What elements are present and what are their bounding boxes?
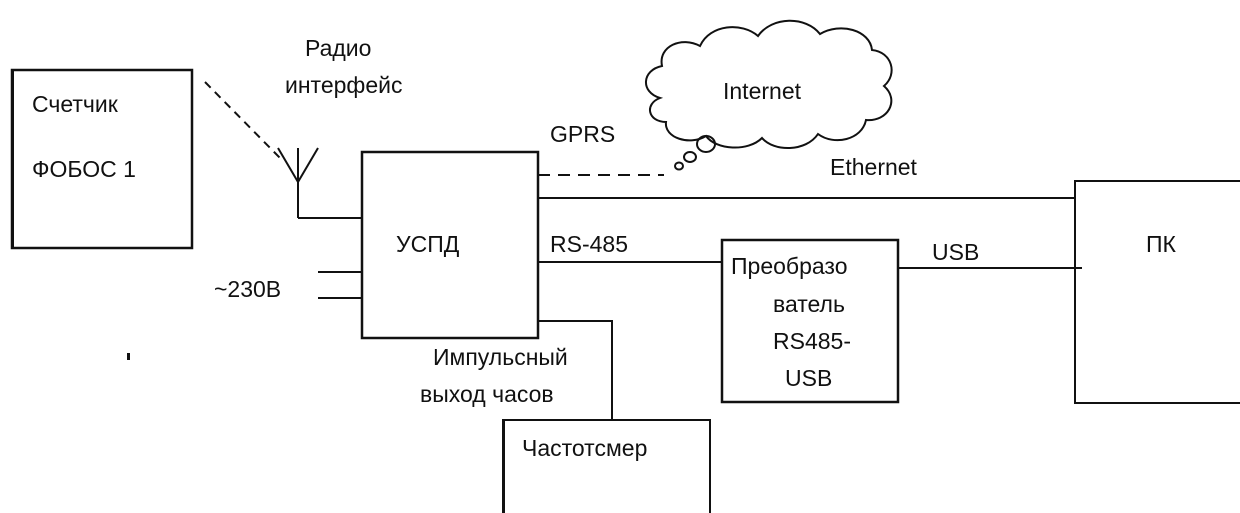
meter-label-line2: ФОБОС 1 (32, 156, 136, 182)
stray-dot (127, 353, 130, 360)
rs485-label: RS-485 (550, 231, 628, 257)
antenna-icon (277, 147, 362, 219)
cloud-bubble-small (674, 161, 684, 171)
cloud-shape (645, 19, 893, 150)
usb-label: USB (932, 239, 979, 265)
cloud-bubble-large (696, 135, 716, 153)
pc-label: ПК (1146, 231, 1177, 257)
uspd-label: УСПД (396, 231, 460, 257)
usb-link: USB (898, 239, 1082, 269)
pulse-label-line2: выход часов (420, 381, 554, 407)
pc-node: ПК (1074, 180, 1240, 404)
radio-label-line1: Радио (305, 35, 371, 61)
radio-link: Радио интерфейс (204, 35, 402, 219)
converter-label-line4: USB (785, 365, 832, 391)
ethernet-label: Ethernet (830, 154, 918, 180)
converter-label-line1: Преобразо (731, 253, 847, 279)
radio-wave-line (204, 81, 283, 161)
frequency-meter-label: Частотсмер (522, 435, 647, 461)
meter-label-line1: Счетчик (32, 91, 119, 117)
radio-label-line2: интерфейс (285, 72, 402, 98)
rs485-link: RS-485 (538, 231, 722, 263)
cloud-bubble-medium (683, 151, 697, 163)
converter-label-line2: ватель (773, 291, 845, 317)
uspd-node: УСПД (360, 150, 540, 340)
power-label: ~230В (214, 276, 281, 302)
pulse-output-link: Импульсный выход часов (420, 320, 613, 420)
gprs-link: GPRS (538, 121, 664, 176)
frequency-meter-node: Частотсмер (502, 419, 711, 513)
converter-label-line3: RS485- (773, 328, 851, 354)
meter-node: Счетчик ФОБОС 1 (10, 68, 194, 250)
power-input: ~230В (214, 271, 362, 302)
ethernet-link: Ethernet (538, 154, 1075, 199)
pulse-label-line1: Импульсный (433, 344, 568, 370)
gprs-label: GPRS (550, 121, 615, 147)
converter-node: Преобразо ватель RS485- USB (720, 238, 900, 404)
internet-label: Internet (723, 78, 802, 104)
internet-cloud: Internet (645, 19, 893, 171)
